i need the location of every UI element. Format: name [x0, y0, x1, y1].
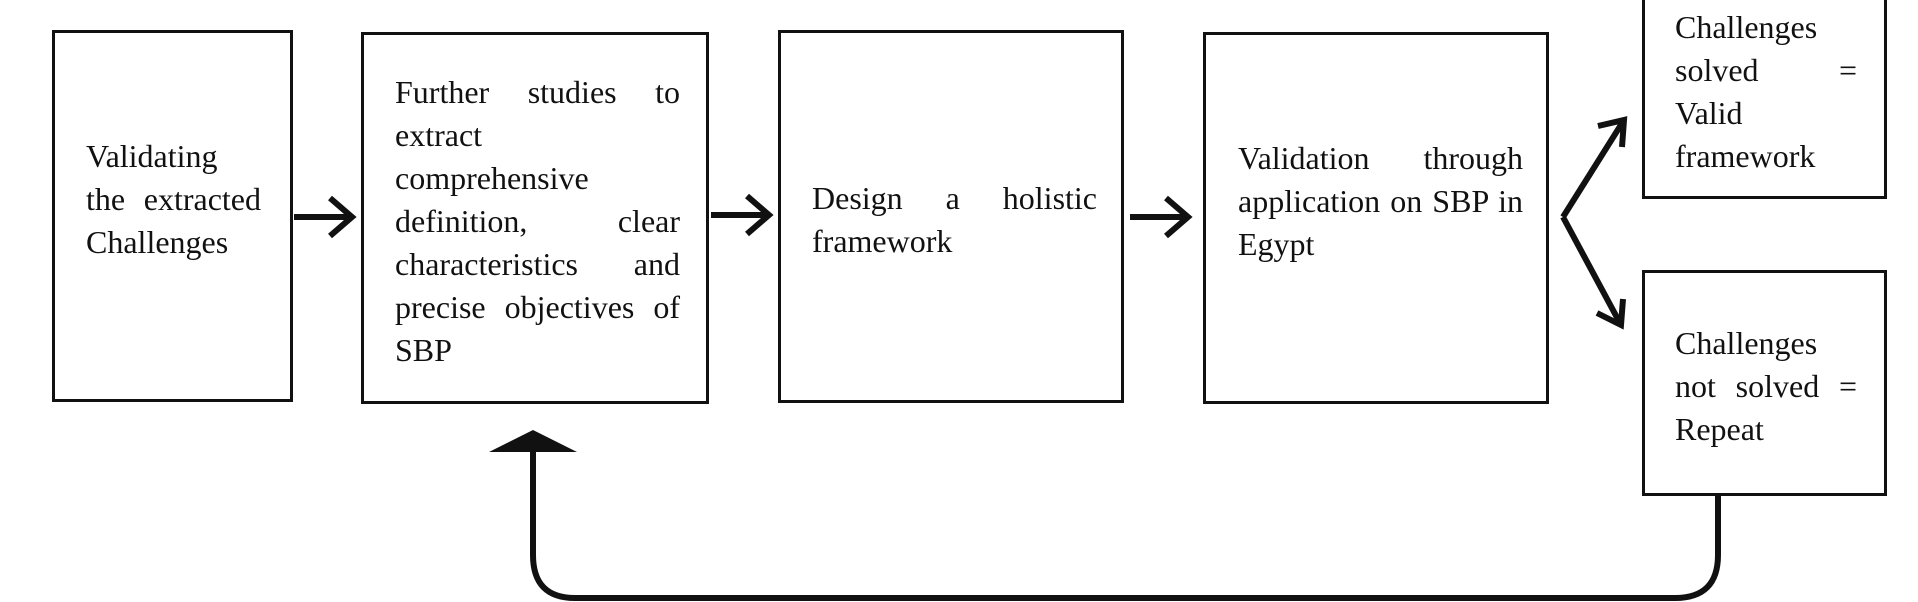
arrow-to-not-solved: [1560, 215, 1626, 330]
box-challenges-solved: Challenges solved = Valid framework: [1642, 0, 1887, 199]
box-validating-challenges: Validating the extracted Challenges: [52, 30, 293, 402]
box-further-studies-text: Further studies to extract comprehensive…: [395, 74, 680, 368]
arrow-validate-to-studies: [294, 195, 357, 239]
box-validation-egypt: Validation through application on SBP in…: [1203, 32, 1549, 404]
box-challenges-solved-text: Challenges solved = Valid framework: [1675, 9, 1857, 174]
arrow-to-solved: [1560, 116, 1628, 219]
box-design-framework: Design a holistic framework: [778, 30, 1124, 403]
arrow-design-to-validation: [1130, 195, 1193, 239]
box-validation-egypt-text: Validation through application on SBP in…: [1238, 140, 1523, 262]
box-challenges-not-solved-text: Challenges not solved = Repeat: [1675, 325, 1857, 447]
arrow-studies-to-design: [711, 193, 774, 237]
box-challenges-not-solved: Challenges not solved = Repeat: [1642, 270, 1887, 496]
box-validating-challenges-text: Validating the extracted Challenges: [86, 138, 261, 260]
box-design-framework-text: Design a holistic framework: [812, 180, 1097, 259]
feedback-loop-arrowhead: [489, 430, 577, 452]
feedback-loop-arrow: [530, 448, 1721, 601]
box-further-studies: Further studies to extract comprehensive…: [361, 32, 709, 404]
